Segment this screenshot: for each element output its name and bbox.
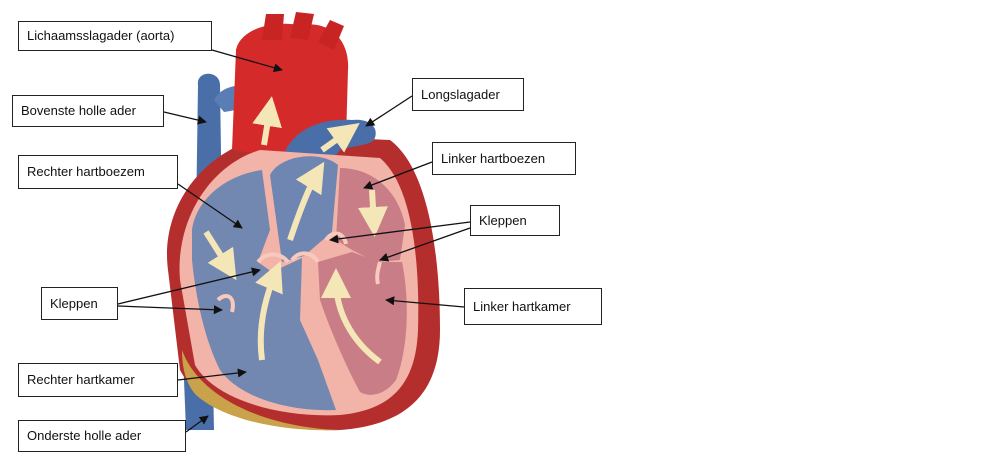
label-right-atrium: Rechter hartboezem xyxy=(18,155,178,189)
label-inferior-vena-cava: Onderste holle ader xyxy=(18,420,186,452)
label-right-ventricle: Rechter hartkamer xyxy=(18,363,178,397)
leader-inferior-vena-cava xyxy=(185,415,209,433)
leader-valves-right-2 xyxy=(379,227,471,262)
leader-superior-vena-cava xyxy=(163,111,207,125)
flow-arrow-right-outflow xyxy=(287,161,325,241)
flow-arrow-left-ventricle xyxy=(321,268,382,365)
aorta-branch-1 xyxy=(262,14,284,40)
aorta-branch-2 xyxy=(290,12,314,40)
label-left-ventricle: Linker hartkamer xyxy=(464,288,602,325)
leader-right-ventricle xyxy=(177,368,247,381)
flow-arrow-aorta xyxy=(252,96,282,146)
label-aorta: Lichaamsslagader (aorta) xyxy=(18,21,212,51)
leader-left-ventricle xyxy=(385,296,465,308)
leader-valves-right-1 xyxy=(329,221,471,244)
label-valves-right: Kleppen xyxy=(470,205,560,236)
leader-pulmonary-artery xyxy=(365,95,413,127)
label-superior-vena-cava: Bovenste holle ader xyxy=(12,95,164,127)
label-pulmonary-artery: Longslagader xyxy=(412,78,524,111)
heart-fat-band xyxy=(182,350,340,431)
leader-right-atrium xyxy=(177,183,243,229)
label-valves-left: Kleppen xyxy=(41,287,118,320)
valve-leaflets xyxy=(216,231,382,313)
leader-valves-left-1 xyxy=(117,267,261,305)
flow-arrow-right-atrium xyxy=(203,230,237,281)
leader-lines xyxy=(117,49,471,433)
leader-left-atrium xyxy=(363,161,433,190)
flow-arrow-left-atrium xyxy=(357,189,388,237)
leader-aorta xyxy=(211,49,283,73)
aorta-branch-3 xyxy=(318,20,344,50)
leader-valves-left-2 xyxy=(117,305,223,315)
flow-arrow-pulmonary xyxy=(320,123,360,153)
flow-arrow-right-ventricle xyxy=(255,260,283,361)
label-left-atrium: Linker hartboezen xyxy=(432,142,576,175)
